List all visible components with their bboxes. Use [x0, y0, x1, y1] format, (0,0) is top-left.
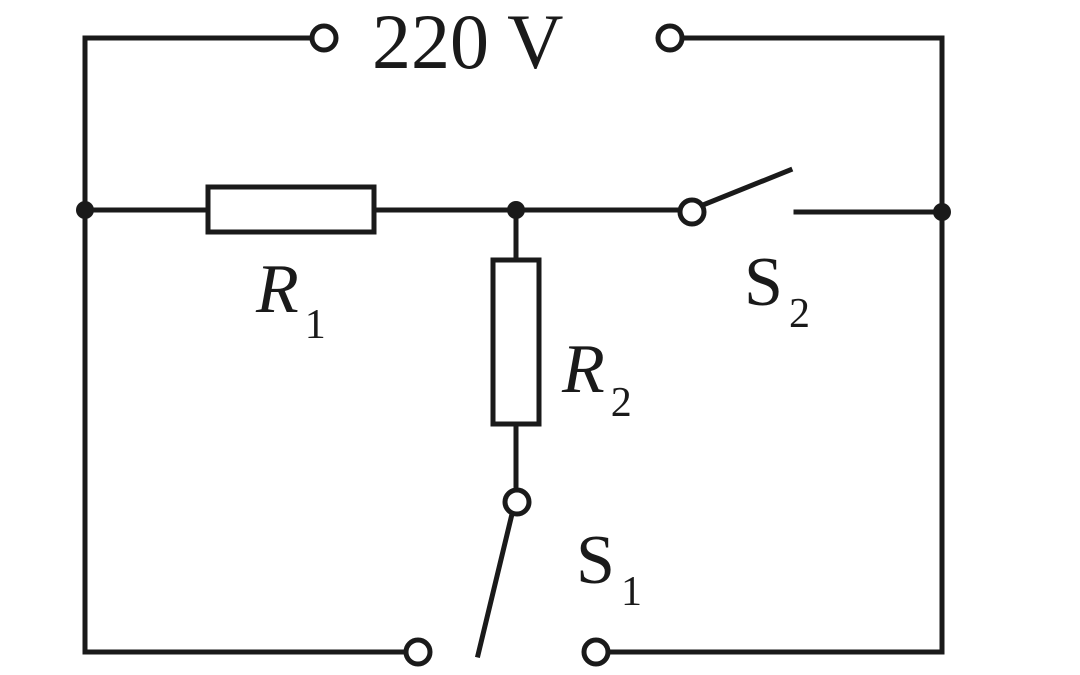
switch-s1-contact-right	[581, 637, 611, 667]
switch-s2-pivot	[677, 197, 707, 227]
switch-s2-blade	[699, 166, 794, 209]
middle-branch	[82, 166, 945, 235]
resistor-r1	[205, 184, 377, 235]
top-left-wire	[82, 35, 315, 213]
resistor-r2	[490, 257, 542, 427]
vertical-branch	[474, 207, 542, 659]
switch-s1-contact-left	[403, 637, 433, 667]
supply-terminal-left	[309, 23, 339, 53]
supply-wires: 220 V	[82, 0, 945, 215]
junction-middle	[507, 201, 525, 219]
switch-s1-pivot	[502, 487, 532, 517]
supply-voltage-label: 220 V	[372, 0, 563, 85]
switch-s1-blade	[474, 510, 516, 659]
supply-terminal-right	[655, 23, 685, 53]
bottom-wires	[82, 637, 945, 667]
junction-left	[76, 201, 94, 219]
junction-right	[933, 203, 951, 221]
top-right-wire	[679, 35, 945, 215]
